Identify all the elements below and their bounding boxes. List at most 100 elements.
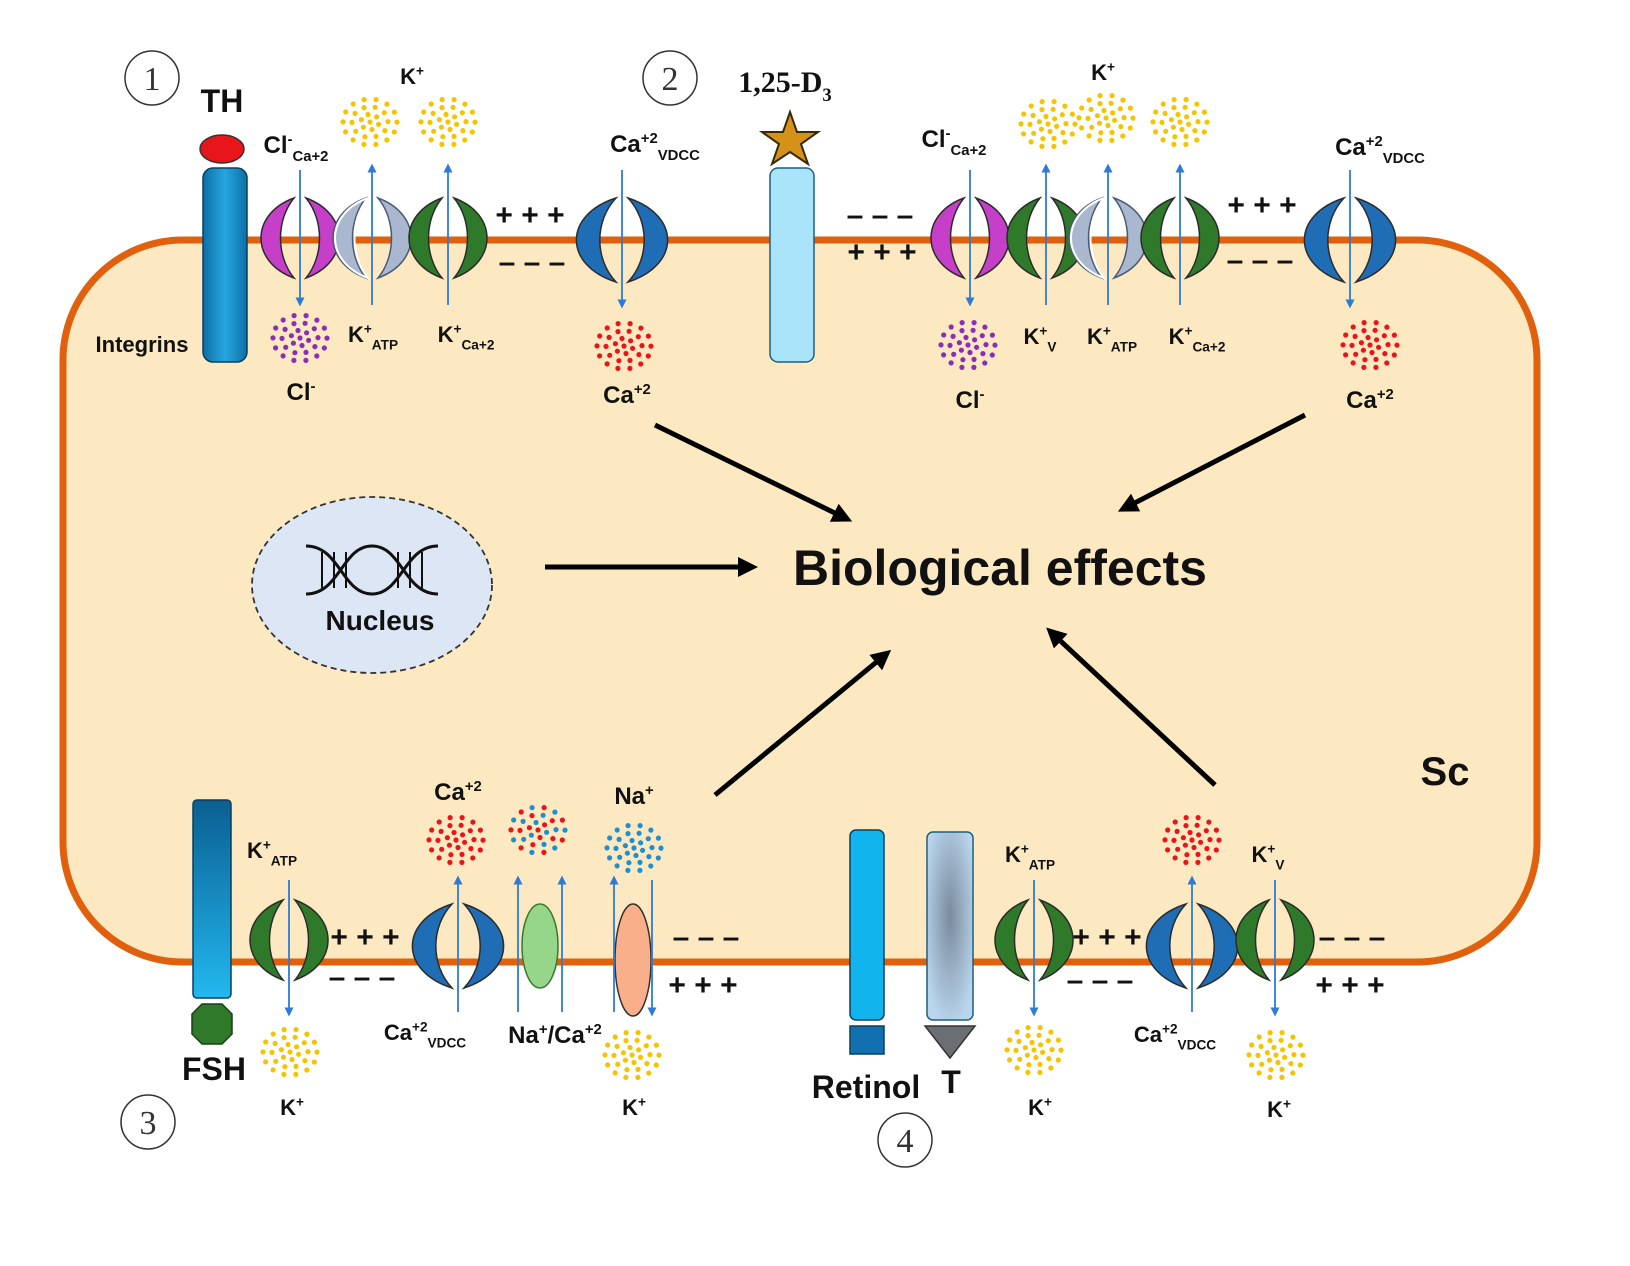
- pathway-1-potassium-dots-a-dot: [373, 141, 379, 147]
- pathway-3-sodium-dots-dot: [617, 854, 623, 860]
- pathway-1-potassium-dots-a-dot: [376, 121, 382, 127]
- pathway-1-potassium-dots-a-dot: [365, 111, 371, 118]
- pathway-3-mixed-dots-dot: [537, 834, 543, 841]
- pathway-2-vdcc-channel: [1303, 196, 1397, 284]
- pathway-3-sodium-dots-dot: [638, 840, 644, 846]
- pathway-4-calcium-dots-dot: [1165, 827, 1171, 833]
- pathway-2-chloride-dots-dot: [938, 342, 944, 348]
- pathway-4-calcium-dots-dot: [1213, 847, 1219, 853]
- retinol-ligand: [849, 1025, 885, 1055]
- pathway-3-potassium-dots-left-dot: [281, 1027, 287, 1033]
- pathway-1-potassium-dots-a-dot: [361, 105, 367, 111]
- pathway-3-calcium-dots-dot: [438, 828, 444, 835]
- pathway-3-potassium-dots-left-dot: [270, 1067, 276, 1073]
- pathway-1-potassium-dots-b-dot: [440, 134, 446, 140]
- pathway-3-potassium-dots-right-dot: [636, 1047, 642, 1053]
- pathway-4-potassium-dots-left-dot: [1014, 1029, 1020, 1035]
- pathway-2-potassium-dots-c-dot: [1162, 110, 1168, 116]
- pathway-3-potassium-dots-right-dot: [623, 1074, 629, 1080]
- pathway-1-potassium-dots-b-dot: [452, 114, 458, 120]
- pathway-1-calcium-dots-dot: [645, 353, 651, 359]
- pathway-3-potassium-dots-left-dot: [282, 1064, 288, 1070]
- integrins-label: Integrins: [96, 332, 189, 357]
- pathway-2-potassium-dots-a-dot: [1050, 106, 1056, 112]
- pathway-3-vdcc-channel-right: [461, 902, 505, 990]
- pathway-1-potassium-dots-b-dot: [418, 119, 424, 125]
- pathway-4-calcium-dots-dot: [1172, 819, 1178, 825]
- pathway-1-chloride-dots-dot: [299, 342, 305, 349]
- pathway-2-calcium-dots: [1340, 320, 1400, 370]
- pathway-3-potassium-dots-left-dot: [301, 1040, 307, 1046]
- pathway-1-katp-label: K+ATP: [348, 322, 398, 353]
- pathway-2-kca-channel: [1140, 196, 1220, 280]
- pathway-3-number-ring: [120, 1094, 176, 1150]
- pathway-3-potassium-dots-right-dot: [646, 1034, 652, 1040]
- pathway-4-calcium-dots-dot: [1184, 852, 1190, 858]
- pathway-2-calcium-dots-dot: [1365, 334, 1371, 341]
- pathway-2-potassium-dots-b-dot: [1118, 124, 1124, 130]
- pathway-2-potassium-dots-b: [1076, 93, 1136, 143]
- pathway-3-katp-label: K+ATP: [247, 838, 297, 869]
- pathway-1-potassium-dots-a-dot: [367, 119, 373, 125]
- pathway-3-sodium-dots-dot: [640, 847, 646, 853]
- pathway-2-potassium-dots-b-dot: [1127, 105, 1133, 111]
- pathway-3-potassium-dots-right-dot: [615, 1061, 621, 1067]
- pathway-2-potassium-dots-b-dot: [1088, 106, 1094, 112]
- pathway-2-chloride-dots-dot: [958, 347, 965, 353]
- pathway-3-potassium-dots-left-dot: [269, 1049, 275, 1055]
- pathway-2-calcium-dots-dot: [1372, 327, 1378, 333]
- pathway-4-inner-charge: + + +: [1072, 921, 1141, 954]
- pathway-4-potassium-right-label: K+: [1267, 1097, 1291, 1122]
- pathway-1-potassium-dots-a-dot: [373, 133, 379, 139]
- pathway-3-potassium-dots-right-dot: [624, 1067, 630, 1073]
- pathway-2-number-ring: [642, 50, 698, 106]
- pathway-2-potassium-dots-c-dot: [1171, 141, 1177, 147]
- pathway-3-katp-channel: [249, 898, 329, 982]
- pathway-4-potassium-dots-left-dot: [1025, 1033, 1031, 1039]
- pathway-2-potassium-dots-b-dot: [1117, 106, 1123, 112]
- pathway-3-potassium-dots-right-dot: [612, 1034, 618, 1040]
- pathway-3-calcium-label: Ca+2: [434, 779, 482, 806]
- pathway-2-potassium-dots-c-dot: [1186, 121, 1192, 127]
- pathway-2-potassium-dots-a-dot: [1028, 139, 1034, 145]
- pathway-3-calcium-dots-dot: [468, 846, 474, 852]
- pathway-2-potassium-dots-a-dot: [1072, 121, 1078, 127]
- pathway-4-calcium-dots-dot: [1198, 839, 1204, 845]
- pathway-4-number-ring: [877, 1112, 933, 1168]
- pathway-3-potassium-dots-right-dot: [614, 1043, 620, 1049]
- arrow-pathway3-to-effects: [713, 649, 892, 797]
- pathway-3-sodium-dots-dot: [637, 823, 643, 829]
- pathway-3-calcium-dots-dot: [435, 837, 441, 844]
- pathway-2-potassium-dots-c-dot: [1201, 109, 1207, 115]
- pathway-1-calcium-dots-dot: [623, 350, 629, 357]
- pathway-2-kv-channel-left: [1006, 196, 1043, 280]
- pathway-3-potassium-dots-left-dot: [260, 1049, 266, 1055]
- pathway-3-potassium-dots-left-dot: [278, 1047, 284, 1053]
- pathway-2-chloride-channel: [930, 196, 1010, 280]
- pathway-2-calcium-label: Ca+2: [1346, 387, 1394, 414]
- pathway-4-potassium-dots-left-dot: [1025, 1069, 1031, 1075]
- pathway-2-kca-channel-right: [1183, 196, 1220, 280]
- pathway-2-inner-charge: + + +: [847, 236, 916, 269]
- pathway-2-chloride-dots-dot: [971, 364, 977, 370]
- pathway-2-potassium-dots-c-dot: [1201, 129, 1207, 135]
- pathway-3-potassium-dots-left-dot: [294, 1044, 300, 1050]
- pathway-2-chloride-dots-dot: [948, 324, 954, 330]
- pathway-2-potassium-dots-c-dot: [1183, 133, 1189, 139]
- pathway-3-potassium-dots-left-dot: [296, 1051, 302, 1057]
- pathway-1-chloride-dots-dot: [288, 333, 294, 339]
- pathway-2-katp-channel-right: [1111, 196, 1148, 280]
- pathway-4-vdcc-channel-left: [1145, 902, 1189, 990]
- pathway-3-calcium-dots-dot: [429, 827, 435, 833]
- pathway-3-calcium-dots-dot: [458, 822, 464, 828]
- pathway-1-calcium-dots-dot: [635, 334, 641, 340]
- pathway-4-potassium-dots-right-dot: [1249, 1042, 1255, 1048]
- pathway-3-potassium-dots-left-dot: [281, 1035, 287, 1041]
- pathway-3-mixed-dots-dot: [562, 827, 568, 833]
- pathway-2-potassium-dots-c-dot: [1160, 137, 1166, 143]
- pathway-2-potassium-dots-b-dot: [1097, 101, 1103, 107]
- pathway-4-calcium-dots: [1162, 815, 1222, 866]
- pathway-1-potassium-dots-b-dot: [431, 128, 437, 134]
- testosterone-ligand: [923, 1025, 977, 1060]
- pathway-1-chloride-dots-dot: [292, 350, 298, 356]
